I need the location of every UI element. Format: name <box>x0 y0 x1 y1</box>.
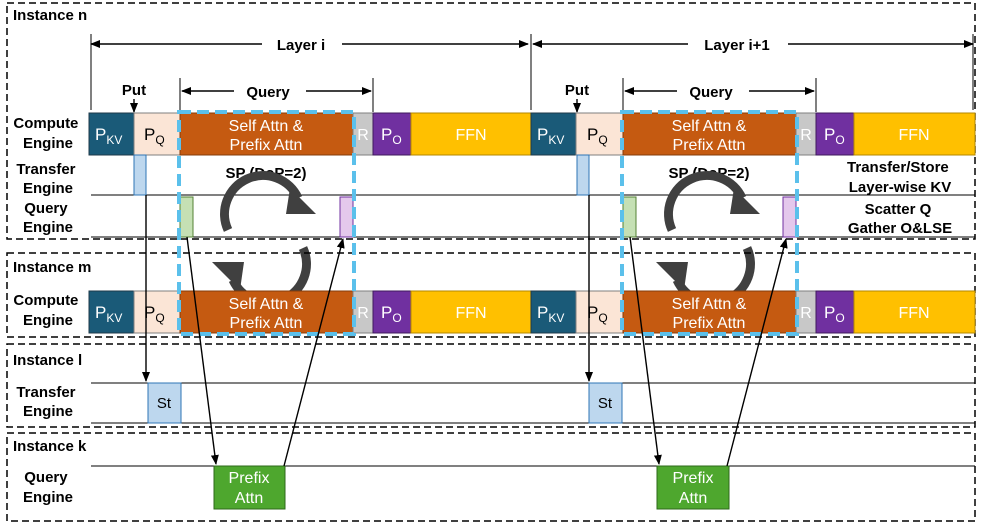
instance-k-label: Instance k <box>13 438 87 455</box>
put-label-1: Put <box>122 82 146 99</box>
transfer-put-bar-1 <box>133 154 147 196</box>
ffn-block <box>853 112 976 156</box>
transfer-note: Transfer/Store Layer-wise KV <box>847 159 953 196</box>
gather-arrow-1 <box>283 238 345 467</box>
svg-text:PQ: PQ <box>144 125 165 147</box>
po-block <box>815 112 855 156</box>
scatter-q-bar-2 <box>622 196 637 238</box>
svg-text:PO: PO <box>381 125 402 147</box>
instance-k-box <box>6 432 976 522</box>
instance-m-box <box>6 252 976 338</box>
svg-text:St: St <box>598 395 613 412</box>
instance-n-label: Instance n <box>13 7 87 24</box>
svg-text:FFN: FFN <box>455 305 486 322</box>
compute-row-n: PKV PQ Self Attn &Prefix Attn R PO FFN <box>88 112 532 156</box>
store-block-2 <box>588 382 623 424</box>
svg-text:PKV: PKV <box>95 303 122 325</box>
svg-text:PO: PO <box>824 303 845 325</box>
compute-row-m: PKV PQ Self Attn &Prefix Attn R PO FFN P… <box>88 290 976 334</box>
gather-arrow-2 <box>726 238 788 467</box>
svg-text:PKV: PKV <box>537 303 564 325</box>
instance-m-label: Instance m <box>13 259 91 276</box>
query-engine-label-n: Query Engine <box>23 200 73 236</box>
compute-row-n-2: PKV PQ Self Attn &Prefix Attn R PO FFN <box>530 112 976 156</box>
instance-n-box <box>6 2 976 240</box>
transfer-engine-label-n: Transfer Engine <box>16 161 79 197</box>
svg-text:R: R <box>357 127 369 144</box>
scatter-arrow-1 <box>186 236 219 465</box>
svg-text:PQ: PQ <box>587 125 608 147</box>
svg-text:PQ: PQ <box>144 303 165 325</box>
transfer-put-bar-2 <box>576 154 590 196</box>
svg-text:Self Attn &Prefix Attn: Self Attn &Prefix Attn <box>229 118 304 154</box>
svg-text:PO: PO <box>824 125 845 147</box>
layer-i-label: Layer i <box>277 37 325 54</box>
svg-text:Self Attn &Prefix Attn: Self Attn &Prefix Attn <box>229 296 304 332</box>
pkv-block <box>88 112 135 156</box>
instance-l-label: Instance l <box>13 352 82 369</box>
po-block <box>372 112 412 156</box>
svg-text:PKV: PKV <box>95 125 122 147</box>
scatter-q-bar-1 <box>179 196 194 238</box>
ffn-block <box>410 112 532 156</box>
svg-text:FFN: FFN <box>898 305 929 322</box>
store-block-1 <box>147 382 182 424</box>
svg-text:R: R <box>357 305 369 322</box>
transfer-engine-label-l: Transfer Engine <box>16 384 79 420</box>
gather-o-bar-1 <box>339 196 354 238</box>
pq-block <box>575 112 624 156</box>
svg-text:R: R <box>800 305 812 322</box>
layer-i1-label: Layer i+1 <box>704 37 769 54</box>
svg-text:FFN: FFN <box>455 127 486 144</box>
svg-text:Self Attn &Prefix Attn: Self Attn &Prefix Attn <box>672 296 747 332</box>
attn-block <box>179 112 354 156</box>
query-engine-label-k: Query Engine <box>23 469 73 506</box>
compute-engine-label-n: Compute Engine <box>13 115 82 152</box>
prefix-attn-block-1 <box>213 465 286 510</box>
svg-text:PQ: PQ <box>587 303 608 325</box>
scatter-arrow-2 <box>629 236 662 465</box>
query-note: Scatter Q Gather O&LSE <box>848 201 952 237</box>
put-label-2: Put <box>565 82 589 99</box>
svg-text:R: R <box>800 127 812 144</box>
svg-text:St: St <box>157 395 172 412</box>
query-label-2: Query <box>689 84 733 101</box>
prefix-attn-block-2 <box>656 465 730 510</box>
attn-block <box>622 112 797 156</box>
instance-l-box <box>6 343 976 428</box>
svg-text:PKV: PKV <box>537 125 564 147</box>
svg-text:Self Attn &Prefix Attn: Self Attn &Prefix Attn <box>672 118 747 154</box>
gather-o-bar-2 <box>782 196 797 238</box>
compute-engine-label-m: Compute Engine <box>13 292 82 329</box>
svg-text:FFN: FFN <box>898 127 929 144</box>
svg-text:PO: PO <box>381 303 402 325</box>
query-label-1: Query <box>246 84 290 101</box>
